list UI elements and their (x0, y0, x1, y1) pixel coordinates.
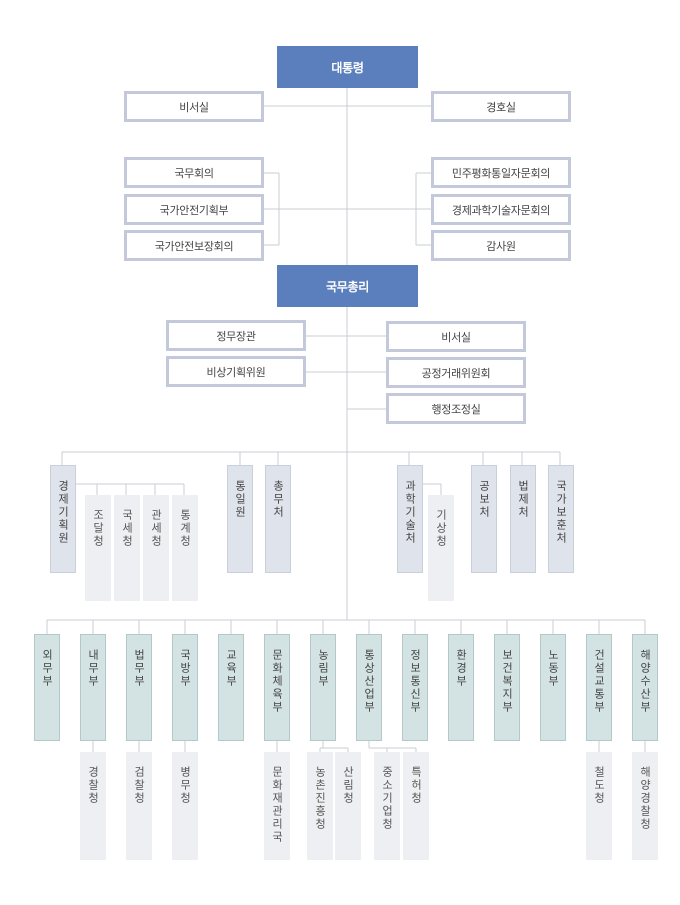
tier1-office-patriots-veterans: 국가보훈처 (548, 465, 574, 573)
agency-forest-service: 산림청 (335, 752, 361, 860)
ministry-foreign-affairs: 외무부 (34, 634, 60, 741)
ministry-education: 교육부 (218, 634, 244, 741)
tier1-office-legislation: 법제처 (510, 465, 536, 573)
emergency-planning-box: 비상기획위원 (166, 356, 306, 387)
presidential-security-box: 경호실 (431, 91, 571, 122)
agency-railroad: 철도청 (586, 752, 612, 860)
ministry-justice: 법무부 (126, 634, 152, 741)
ministry-labor: 노동부 (540, 634, 566, 741)
ministry-maritime-fisheries: 해양수산부 (632, 634, 658, 741)
agency-patent: 특허청 (403, 752, 429, 860)
ministry-construction-transport: 건설교통부 (586, 634, 612, 741)
ministry-trade-industry: 통상산업부 (356, 634, 382, 741)
presidential-secretariat-box: 비서실 (124, 91, 264, 122)
ministry-national-defense: 국방부 (172, 634, 198, 741)
administrative-coordination-box: 행정조정실 (386, 393, 526, 424)
tier1-office-government-admin: 총무처 (265, 465, 291, 573)
agency-military-manpower: 병무청 (172, 752, 198, 860)
ministry-home-affairs: 내무부 (80, 634, 106, 741)
prime-minister-box: 국무총리 (277, 265, 418, 307)
tier1-sub-statistics: 통계청 (172, 495, 198, 601)
agency-cultural-properties: 문화재관리국 (264, 752, 290, 860)
unification-advisory-council-box: 민주평화통일자문회의 (431, 157, 571, 188)
fair-trade-commission-box: 공정거래위원회 (386, 357, 526, 388)
ministry-environment: 환경부 (448, 634, 474, 741)
national-security-council-box: 국가안전보장회의 (124, 230, 264, 261)
national-security-planning-box: 국가안전기획부 (124, 194, 264, 225)
agency-prosecution: 검찰청 (126, 752, 152, 860)
political-affairs-minister-box: 정무장관 (166, 320, 306, 351)
tier1-office-unification: 통일원 (227, 465, 253, 573)
tier1-sub-procurement: 조달청 (85, 495, 111, 601)
tier1-office-science-technology: 과학기술처 (397, 465, 423, 573)
agency-coast-guard: 해양경찰청 (632, 752, 658, 860)
tier1-sub-meteorology: 기상청 (428, 495, 454, 601)
tier1-sub-national-tax: 국세청 (114, 495, 140, 601)
science-advisory-council-box: 경제과학기술자문회의 (431, 194, 571, 225)
cabinet-council-box: 국무회의 (124, 157, 264, 188)
ministry-information-communication: 정보통신부 (402, 634, 428, 741)
tier1-sub-customs: 관세청 (143, 495, 169, 601)
tier1-office-public-information: 공보처 (471, 465, 497, 573)
agency-rural-development: 농촌진흥청 (307, 752, 333, 860)
president-box: 대통령 (277, 46, 418, 88)
agency-police: 경찰청 (80, 752, 106, 860)
board-of-audit-box: 감사원 (431, 230, 571, 261)
ministry-health-welfare: 보건복지부 (494, 634, 520, 741)
ministry-agriculture-forestry: 농림부 (310, 634, 336, 741)
ministry-culture-sports: 문화체육부 (264, 634, 290, 741)
tier1-office-economic-planning: 경제기획원 (50, 465, 76, 573)
pm-secretariat-box: 비서실 (386, 321, 526, 352)
agency-sme: 중소기업청 (374, 752, 400, 860)
